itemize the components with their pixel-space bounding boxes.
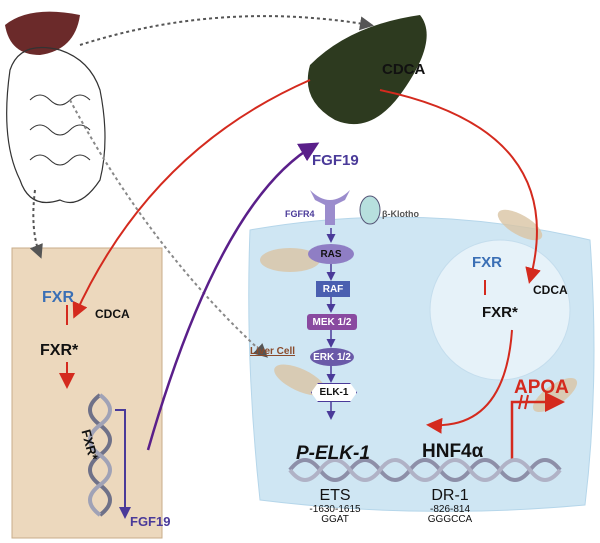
fgfr4-receptor: [310, 190, 350, 225]
elk1-node: ELK-1: [311, 383, 357, 402]
intestine-fxr-active-label: FXR*: [40, 342, 79, 359]
ets-sequence: GGAT: [321, 514, 349, 526]
erk-node: ERK 1/2: [310, 348, 354, 366]
apoa-gene-label: APOA: [514, 377, 569, 398]
mitochondrion: [497, 209, 543, 241]
dna-helix-intestine: [88, 393, 112, 517]
intestine-segment: [11, 247, 163, 539]
raf-node: RAF: [316, 281, 350, 297]
liver-to-cell-arrow: [69, 99, 268, 358]
dr1-sequence: GGGCCA: [427, 514, 473, 526]
fgf19-to-liver-arrow: [146, 142, 320, 451]
mitochondrion: [274, 364, 326, 396]
liver-fxr-active-label: FXR*: [482, 304, 518, 321]
dr1-name: DR-1: [431, 487, 469, 504]
intestines-outline: [6, 46, 106, 204]
liver-cell-label: Liver Cell: [250, 346, 296, 357]
intestine-loops: [29, 94, 91, 166]
gallbladder-cdca-label: CDCA: [382, 61, 426, 78]
intestine-fxr-label: FXR: [42, 289, 74, 306]
cdca-to-intestine-arrow: [72, 79, 311, 319]
ets-range: -1630-1615: [309, 503, 361, 515]
fgf19-expression-arrow: [115, 409, 131, 519]
fgf19-ligand-label: FGF19: [312, 152, 359, 169]
fxr-to-hnf4-arrow: [426, 329, 513, 434]
mek-node: MEK 1/2: [307, 314, 357, 330]
hnf4a-label: HNF4α: [422, 441, 484, 462]
liver-to-gallbladder-arrow: [79, 15, 374, 46]
dna-helix-liver: [288, 458, 562, 482]
apoa-repression-mark: [518, 394, 529, 410]
ras-node: RAS: [308, 244, 354, 264]
liver-organ: [5, 11, 80, 56]
dr1-range: -826-814: [429, 503, 471, 515]
liver-fxr-label: FXR: [472, 254, 502, 271]
dr1-site: DR-1 -826-814 GGGCCA: [415, 487, 485, 526]
liver-cdca-label: CDCA: [533, 283, 568, 297]
cdca-to-liver-arrow: [379, 89, 541, 284]
fxr-activation-arrows: [67, 280, 486, 385]
ets-site: ETS -1630-1615 GGAT: [300, 487, 370, 526]
apoa-transcription-arrow: [510, 392, 565, 460]
intestine-fgf19-label: FGF19: [130, 514, 171, 529]
mitochondrion: [260, 248, 320, 272]
beta-klotho: [359, 195, 381, 225]
ets-name: ETS: [319, 487, 351, 504]
gut-to-intestine-arrow: [29, 189, 43, 259]
fgfr4-label: FGFR4: [285, 209, 315, 219]
beta-klotho-label: β-Klotho: [382, 209, 419, 219]
p-elk1-label: P-ELK-1: [296, 443, 370, 464]
gallbladder: [307, 15, 427, 125]
intestine-cdca-label: CDCA: [95, 307, 130, 321]
